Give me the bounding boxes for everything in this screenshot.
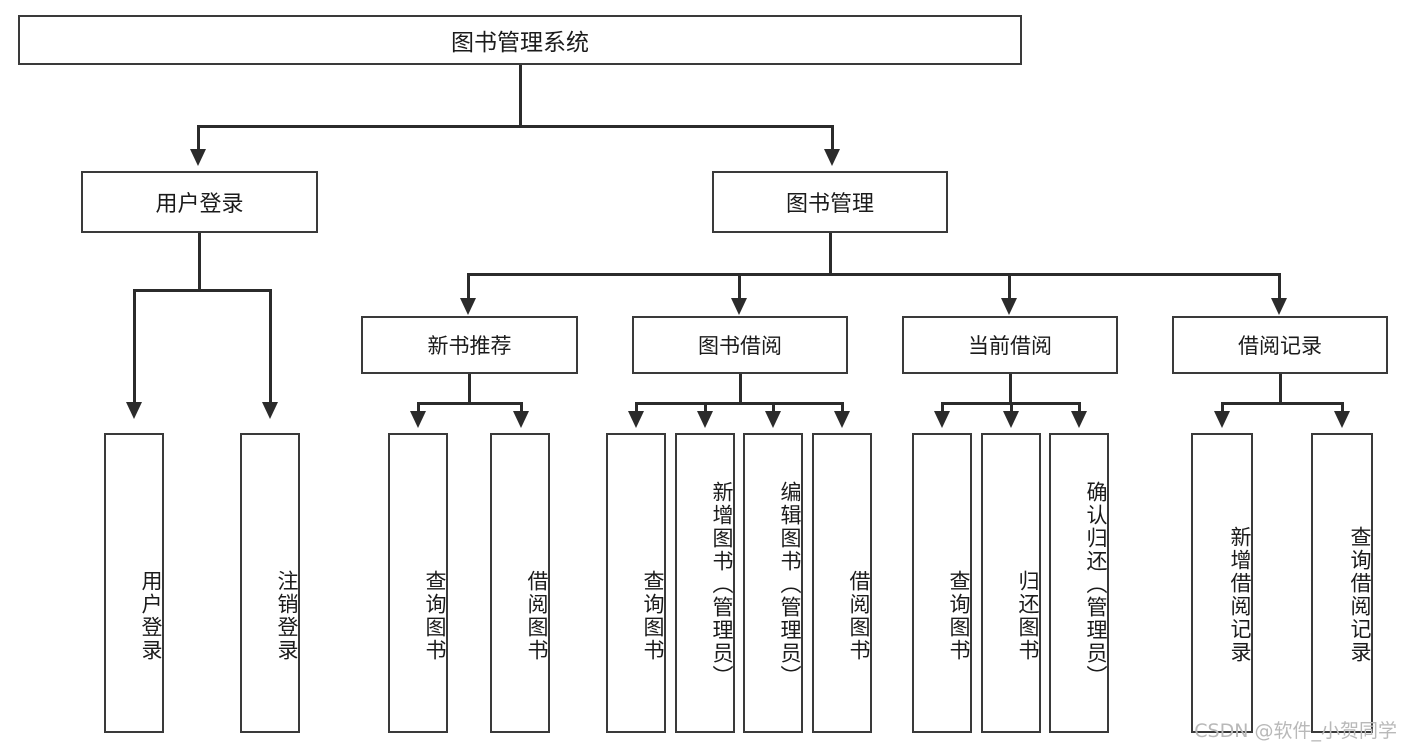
connector-new-book-bus <box>417 402 523 405</box>
arrow-current-borrow-to-leaf-1 <box>934 411 950 428</box>
node-borrow-record[interactable]: 借阅记录 <box>1172 316 1388 374</box>
connector-current-borrow-stem <box>1009 374 1012 402</box>
arrow-book-manage-to-l3-3 <box>1001 298 1017 315</box>
arrow-new-book-to-leaf-2 <box>513 411 529 428</box>
connector-borrow-record-stem <box>1279 374 1282 402</box>
leaf-book-borrow-1[interactable]: 查询图书 <box>606 433 666 733</box>
arrow-root-to-book-manage <box>824 149 840 166</box>
connector-new-book-to-leaf-1 <box>417 402 420 411</box>
connector-book-manage-to-l3-1 <box>467 273 470 298</box>
connector-book-manage-bus <box>467 273 1280 276</box>
arrow-book-manage-to-l3-2 <box>731 298 747 315</box>
arrow-current-borrow-to-leaf-2 <box>1003 411 1019 428</box>
connector-book-borrow-bus <box>635 402 844 405</box>
leaf-new-book-1[interactable]: 查询图书 <box>388 433 448 733</box>
connector-book-borrow-to-leaf-3 <box>772 402 775 411</box>
connector-borrow-record-to-leaf-2 <box>1341 402 1344 411</box>
connector-new-book-to-leaf-2 <box>520 402 523 411</box>
node-user-login[interactable]: 用户登录 <box>81 171 318 233</box>
leaf-user-login-2[interactable]: 注销登录 <box>240 433 300 733</box>
leaf-user-login-1[interactable]: 用户登录 <box>104 433 164 733</box>
arrow-root-to-user-login <box>190 149 206 166</box>
arrow-new-book-to-leaf-1 <box>410 411 426 428</box>
arrow-book-borrow-to-leaf-1 <box>628 411 644 428</box>
connector-book-borrow-to-leaf-2 <box>704 402 707 411</box>
arrow-book-manage-to-l3-1 <box>460 298 476 315</box>
leaf-current-borrow-1[interactable]: 查询图书 <box>912 433 972 733</box>
connector-book-borrow-to-leaf-4 <box>841 402 844 411</box>
arrow-user-login-to-leaf-2 <box>262 402 278 419</box>
connector-book-manage-to-l3-3 <box>1008 273 1011 298</box>
connector-user-login-to-leaf-1 <box>133 289 136 402</box>
node-root-system[interactable]: 图书管理系统 <box>18 15 1022 65</box>
node-new-book-recommend[interactable]: 新书推荐 <box>361 316 578 374</box>
node-current-borrow[interactable]: 当前借阅 <box>902 316 1118 374</box>
connector-user-login-to-leaf-2 <box>269 289 272 402</box>
connector-book-manage-to-l3-2 <box>738 273 741 298</box>
leaf-current-borrow-3[interactable]: 确认归还（管理员） <box>1049 433 1109 733</box>
node-book-borrow[interactable]: 图书借阅 <box>632 316 848 374</box>
leaf-book-borrow-4[interactable]: 借阅图书 <box>812 433 872 733</box>
leaf-new-book-2[interactable]: 借阅图书 <box>490 433 550 733</box>
csdn-watermark: CSDN @软件_小贺同学 <box>1194 720 1397 742</box>
arrow-borrow-record-to-leaf-2 <box>1334 411 1350 428</box>
connector-new-book-stem <box>468 374 471 402</box>
connector-root-bus <box>197 125 834 128</box>
leaf-book-borrow-2[interactable]: 新增图书（管理员） <box>675 433 735 733</box>
arrow-user-login-to-leaf-1 <box>126 402 142 419</box>
arrow-book-manage-to-l3-4 <box>1271 298 1287 315</box>
arrow-borrow-record-to-leaf-1 <box>1214 411 1230 428</box>
leaf-book-borrow-3[interactable]: 编辑图书（管理员） <box>743 433 803 733</box>
connector-root-to-book-manage <box>831 125 834 149</box>
connector-user-login-bus <box>133 289 271 292</box>
arrow-current-borrow-to-leaf-3 <box>1071 411 1087 428</box>
connector-user-login-stem <box>198 233 201 289</box>
connector-book-manage-to-l3-4 <box>1278 273 1281 298</box>
connector-current-borrow-to-leaf-2 <box>1010 402 1013 411</box>
arrow-book-borrow-to-leaf-4 <box>834 411 850 428</box>
connector-root-to-user-login <box>197 125 200 149</box>
connector-book-manage-stem <box>829 233 832 273</box>
connector-current-borrow-to-leaf-3 <box>1078 402 1081 411</box>
connector-book-borrow-stem <box>739 374 742 402</box>
leaf-current-borrow-2[interactable]: 归还图书 <box>981 433 1041 733</box>
connector-root-stem <box>519 65 522 125</box>
arrow-book-borrow-to-leaf-3 <box>765 411 781 428</box>
leaf-borrow-record-2[interactable]: 查询借阅记录 <box>1311 433 1373 733</box>
connector-book-borrow-to-leaf-1 <box>635 402 638 411</box>
node-book-manage[interactable]: 图书管理 <box>712 171 948 233</box>
connector-current-borrow-to-leaf-1 <box>941 402 944 411</box>
arrow-book-borrow-to-leaf-2 <box>697 411 713 428</box>
connector-borrow-record-bus <box>1221 402 1343 405</box>
leaf-borrow-record-1[interactable]: 新增借阅记录 <box>1191 433 1253 733</box>
connector-borrow-record-to-leaf-1 <box>1221 402 1224 411</box>
